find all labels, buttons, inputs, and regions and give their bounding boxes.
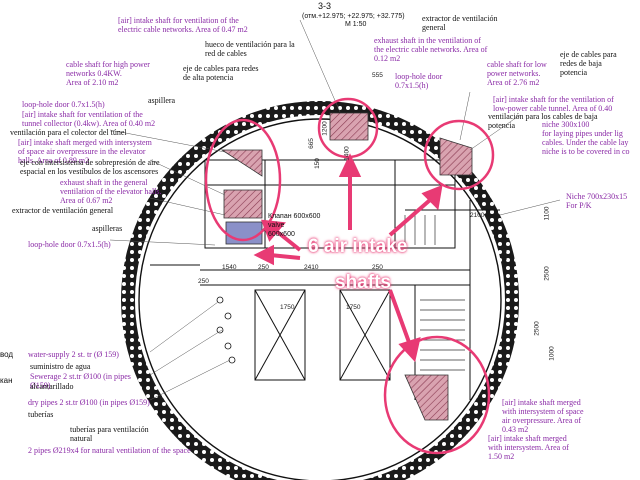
label-valve: Клапан 600x600 valve 600x600 xyxy=(268,213,321,238)
extractor-top: extractor de ventilación general xyxy=(422,14,498,32)
label-hueco: hueco de ventilación para la red de cabl… xyxy=(205,40,295,58)
shaft-bottom-right xyxy=(404,374,449,421)
dim-1540: 1540 xyxy=(222,264,237,271)
dim-1750b: 1750 xyxy=(346,304,361,311)
label-air-elec: [air] intake shaft for ventilation of th… xyxy=(118,16,248,34)
dim-250b: 250 xyxy=(198,278,209,285)
dim-1400: 1400 xyxy=(343,146,351,161)
label-loop-left1: loop-hole door 0.7x1.5(h) xyxy=(22,100,105,109)
dim-1750a: 1750 xyxy=(280,304,295,311)
shaft-left-middle xyxy=(223,189,263,219)
callout-line2: shafts xyxy=(335,272,391,293)
label-air-merged-elev: [air] intake shaft merged with intersyst… xyxy=(18,138,152,165)
label-cable-low: cable shaft for low power networks. Area… xyxy=(487,60,547,87)
label-air-tunnel: [air] intake shaft for ventilation of th… xyxy=(22,110,156,128)
dim-150: 150 xyxy=(313,158,321,169)
label-vent-colector: ventilación para el colector del túnel xyxy=(10,128,127,137)
dim-250c: 250 xyxy=(372,264,383,271)
label-alcantarillado: alcantarillado xyxy=(30,382,74,391)
label-loop-top: loop-hole door 0.7x1.5(h) xyxy=(395,72,443,90)
shaft-top-right xyxy=(439,137,473,176)
label-sewerage: Sewerage 2 st.tr Ø100 (in pipes Ø159) xyxy=(30,372,131,390)
stairs xyxy=(404,215,465,371)
label-extractor-general: extractor de ventilación general xyxy=(12,206,114,215)
label-two-pipes: 2 pipes Ø219x4 for natural ventilation o… xyxy=(28,446,191,455)
label-niche-300: niche 300x100 for laying pipes under lig… xyxy=(542,120,630,156)
dim-665: 665 xyxy=(307,138,315,149)
label-vent-baja: ventilación para los cables de baja pote… xyxy=(488,112,598,130)
label-vod: вод xyxy=(0,350,14,359)
shaft-top-left xyxy=(220,149,263,177)
label-exhaust-elec: exhaust shaft in the ventilation of the … xyxy=(374,36,488,63)
label-exhaust-elevator: exhaust shaft in the general ventilation… xyxy=(60,178,162,205)
dim-555: 555 xyxy=(372,72,383,79)
label-aspilleras: aspilleras xyxy=(92,224,123,233)
dim-1200b: 1200 xyxy=(501,246,509,261)
label-niche-700: Niche 700x230x15 For P/K xyxy=(566,192,628,210)
dim-1100: 1100 xyxy=(543,206,551,221)
callout-line1: 6 air intake xyxy=(308,236,408,257)
label-eje-intersistema: eje con intersistema de sobrepresión de … xyxy=(20,158,160,176)
label-kan: кан xyxy=(0,376,13,385)
label-suministro: suministro de agua xyxy=(30,362,91,371)
scale: М 1:50 xyxy=(345,21,367,28)
section-title: 3-3 xyxy=(318,1,332,11)
label-air-low: [air] intake shaft for the ventilation o… xyxy=(493,95,614,113)
label-eje-baja: eje de cables para redes de baja potenci… xyxy=(560,50,617,77)
dim-2410: 2410 xyxy=(304,264,319,271)
label-aspillera: aspillera xyxy=(148,96,176,105)
dim-1200: 1200 xyxy=(321,121,329,136)
label-loop-left2: loop-hole door 0.7x1.5(h) xyxy=(28,240,111,249)
dim-1000: 1000 xyxy=(548,346,556,361)
label-air-intersystem: [air] intake shaft merged with intersyst… xyxy=(488,434,569,461)
label-water-supply: water-supply 2 st. tr (Ø 159) xyxy=(28,350,119,359)
dim-2500b: 2500 xyxy=(533,321,541,336)
elevations: (отм.+12.975; +22.975; +32.775) xyxy=(302,13,405,20)
label-dry-pipes: dry pipes 2 st.tr Ø100 (in pipes Ø159) xyxy=(28,398,150,407)
callout-arrows xyxy=(253,153,443,363)
pipes xyxy=(216,296,236,364)
highlight-circles xyxy=(204,97,495,455)
plan-walls xyxy=(150,159,500,400)
dim-2100: 2100 xyxy=(470,212,485,219)
label-air-overpressure: [air] intake shaft merged with intersyst… xyxy=(502,398,584,434)
label-eje-alta: eje de cables para redes de alta potenci… xyxy=(183,64,259,82)
dim-2500a: 2500 xyxy=(543,266,551,281)
shaft-top-center xyxy=(329,112,369,141)
tunnel-ring-outer xyxy=(121,101,519,480)
dim-250a: 250 xyxy=(258,264,269,271)
label-tuberias: tuberías xyxy=(28,410,54,419)
label-cable-high: cable shaft for high power networks 0.4K… xyxy=(66,60,150,87)
label-tuberias-vent: tuberías para ventilación natural xyxy=(70,425,149,443)
